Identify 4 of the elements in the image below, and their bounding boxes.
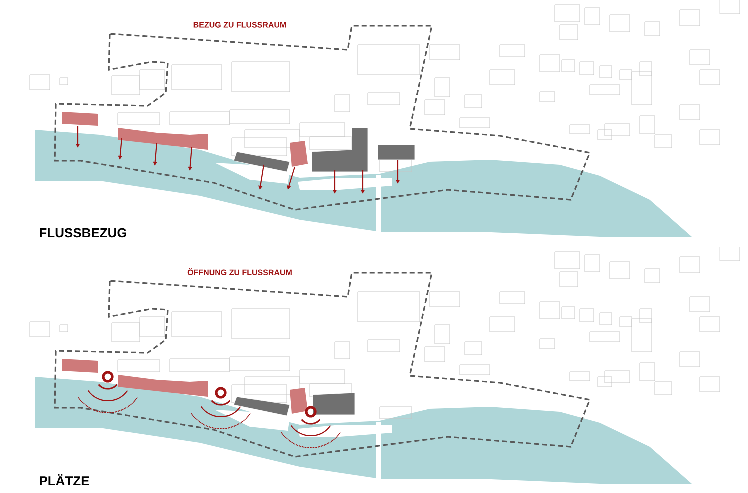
panel-title: FLUSSBEZUG bbox=[40, 228, 126, 238]
map-heading: ÖFFNUNG ZU FLUSSRAUM bbox=[188, 268, 292, 276]
map-heading: BEZUG ZU FLUSSRAUM bbox=[194, 22, 286, 28]
panel-title: PLÄTZE bbox=[40, 474, 90, 486]
